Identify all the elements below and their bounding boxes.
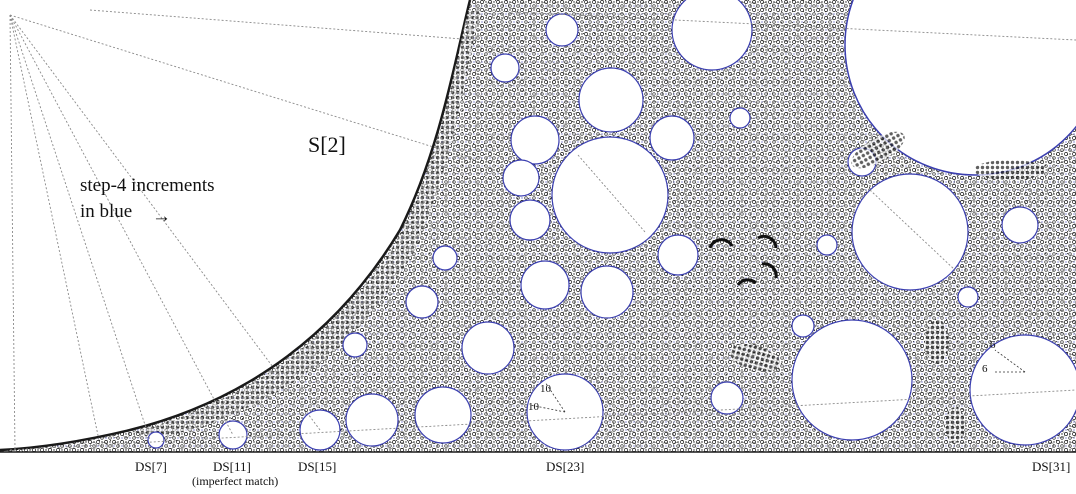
guide-line bbox=[9, 14, 16, 451]
crescent bbox=[757, 234, 778, 249]
guide-line bbox=[474, 9, 1076, 41]
packing-circle bbox=[710, 381, 744, 415]
guide-line bbox=[9, 14, 234, 436]
ds-label-11: DS[11] bbox=[213, 459, 251, 474]
ds-label-31: DS[31] bbox=[1032, 459, 1070, 474]
crescent-motifs bbox=[708, 234, 778, 286]
packing-circle bbox=[580, 265, 634, 319]
dark-clusters bbox=[729, 131, 1046, 443]
packing-circle bbox=[414, 386, 472, 444]
guide-line bbox=[89, 9, 476, 41]
packing-circle bbox=[545, 13, 579, 47]
packing-circle bbox=[729, 107, 751, 129]
guide-line bbox=[577, 154, 646, 233]
boundary-dark-band bbox=[132, 10, 480, 438]
guide-line bbox=[9, 389, 1076, 451]
packing-circle bbox=[218, 420, 248, 450]
packing-circle bbox=[345, 393, 399, 447]
packing-circle bbox=[299, 409, 341, 451]
packing-circle bbox=[147, 431, 165, 449]
large-circle-top-right bbox=[844, 0, 1076, 176]
packing-circle bbox=[502, 159, 540, 197]
packing-circle bbox=[405, 285, 439, 319]
packing-circle bbox=[791, 319, 913, 441]
radius-lines bbox=[529, 349, 1026, 413]
packing-circle bbox=[490, 53, 520, 83]
packing-circle bbox=[957, 286, 979, 308]
crescent bbox=[736, 278, 758, 286]
packing-circle bbox=[671, 0, 753, 71]
dark-cluster bbox=[945, 407, 965, 443]
packing-circle bbox=[791, 314, 815, 338]
dark-cluster bbox=[974, 160, 1046, 180]
guide-lines bbox=[9, 9, 1076, 451]
imperfect-match-note: (imperfect match) bbox=[192, 474, 278, 488]
guide-line bbox=[9, 14, 151, 441]
packing-circle bbox=[342, 332, 368, 358]
guide-line bbox=[9, 14, 101, 446]
packing-circle bbox=[520, 260, 570, 310]
packing-circle bbox=[509, 199, 551, 241]
crescent bbox=[708, 238, 734, 249]
region-label-s2: S[2] bbox=[308, 132, 346, 157]
ds-label-23: DS[23] bbox=[546, 459, 584, 474]
s2-boundary bbox=[0, 0, 472, 452]
circle-packing bbox=[147, 0, 1076, 451]
dark-cluster bbox=[729, 344, 781, 372]
radius-label: 10 bbox=[528, 401, 540, 413]
packing-circle bbox=[1001, 206, 1039, 244]
packing-circle bbox=[510, 115, 560, 165]
packing-circle bbox=[551, 136, 669, 254]
crescent bbox=[761, 262, 778, 279]
guide-line bbox=[9, 14, 476, 161]
s2-region bbox=[0, 0, 470, 450]
packing-circle bbox=[432, 245, 458, 271]
guide-line bbox=[869, 189, 956, 271]
packing-circle bbox=[969, 334, 1076, 446]
radius-line bbox=[529, 404, 566, 413]
packing-circle bbox=[578, 67, 644, 133]
dark-cluster bbox=[851, 131, 905, 169]
ds-label-15: DS[15] bbox=[298, 459, 336, 474]
packing-circle bbox=[816, 234, 838, 256]
legend-arrow-icon: → bbox=[152, 206, 171, 227]
packing-circle bbox=[649, 115, 695, 161]
radius-label: 6 bbox=[990, 339, 996, 351]
ds-label-7: DS[7] bbox=[135, 459, 167, 474]
packing-circle bbox=[657, 234, 699, 276]
legend-line-1: step-4 increments bbox=[80, 175, 215, 196]
radius-label: 10 bbox=[540, 383, 552, 395]
packing-circle bbox=[461, 321, 515, 375]
dark-cluster bbox=[925, 320, 949, 364]
legend-line-2: in blue bbox=[80, 201, 132, 222]
packing-circle bbox=[851, 173, 969, 291]
radius-label: 6 bbox=[982, 363, 988, 375]
